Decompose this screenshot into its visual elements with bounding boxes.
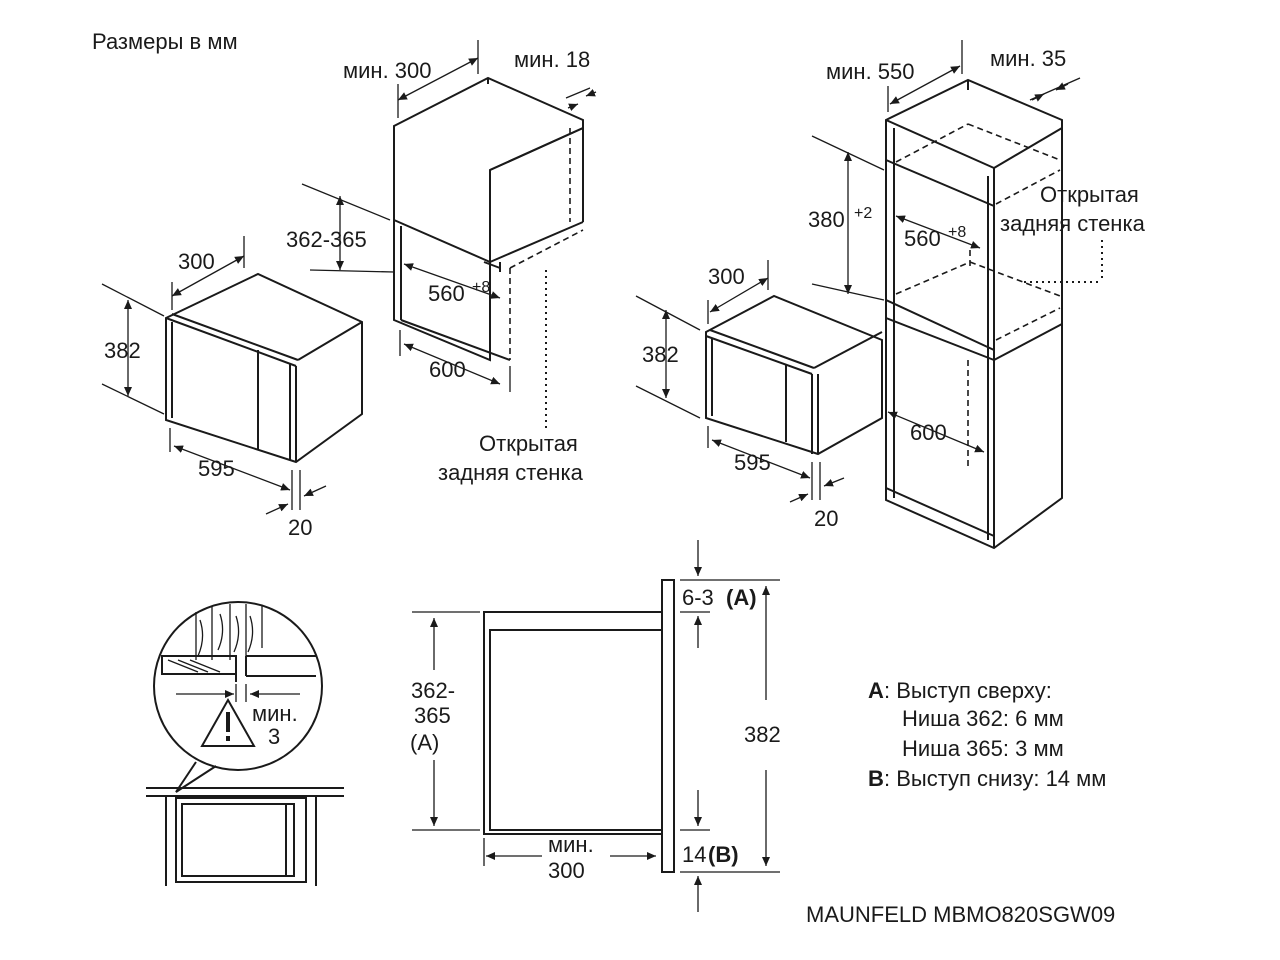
section-dim-382: 382: [744, 722, 781, 747]
mw-left-dim-300: 300: [178, 249, 215, 274]
legend-a-text: : Выступ сверху:: [884, 678, 1052, 703]
tall-dim-560: 560: [904, 226, 941, 251]
open-back-label-line1: Открытая: [479, 431, 578, 456]
legend-a-line2: Ниша 365: 3 мм: [902, 736, 1064, 761]
mw-left-dim-595: 595: [198, 456, 235, 481]
mw-right-dim-20: 20: [814, 506, 838, 531]
upper-niche-drawing: [301, 40, 597, 428]
dim-560-tolerance: +8: [472, 279, 490, 296]
mw-left-dim-382: 382: [104, 338, 141, 363]
section-min-value: 300: [548, 858, 585, 883]
section-bottom-gap: 14: [682, 842, 706, 867]
dim-380: 380: [808, 207, 845, 232]
dim-362-365: 362-365: [286, 227, 367, 252]
dim-380-tolerance: +2: [854, 205, 872, 222]
section-h-ref: (A): [410, 730, 439, 755]
section-top-gap-ref: (A): [726, 585, 757, 610]
dim-min-35: мин. 35: [990, 46, 1066, 71]
mw-right-dim-300: 300: [708, 264, 745, 289]
section-bottom-gap-ref: (B): [708, 842, 739, 867]
dim-min-550: мин. 550: [826, 59, 915, 84]
dim-min-18: мин. 18: [514, 47, 590, 72]
section-min-label: мин.: [548, 832, 594, 857]
section-top-gap: 6-3: [682, 585, 714, 610]
microwave-right-drawing: [635, 260, 883, 503]
legend-a-key: A: [868, 678, 884, 703]
section-h-line2: 365: [414, 703, 451, 728]
side-section-drawing: [412, 540, 780, 912]
dim-min-300: мин. 300: [343, 58, 432, 83]
legend-b-key: B: [868, 766, 884, 791]
tall-open-back-line1: Открытая: [1040, 182, 1139, 207]
model-name: MAUNFELD MBMO820SGW09: [806, 902, 1115, 927]
tall-cabinet-drawing: [811, 40, 1103, 550]
open-back-label-line2: задняя стенка: [438, 460, 584, 485]
gap-detail-drawing: [146, 601, 344, 886]
dim-600: 600: [429, 357, 466, 382]
tall-dim-600: 600: [910, 420, 947, 445]
microwave-left-drawing: [101, 236, 363, 515]
dimensions-title: Размеры в мм: [92, 29, 238, 54]
detail-min-label: мин.: [252, 701, 298, 726]
mw-right-dim-595: 595: [734, 450, 771, 475]
dim-560: 560: [428, 281, 465, 306]
detail-min-value: 3: [268, 724, 280, 749]
mw-left-dim-20: 20: [288, 515, 312, 540]
tall-dim-560-tolerance: +8: [948, 224, 966, 241]
legend-b-text: : Выступ снизу: 14 мм: [884, 766, 1106, 791]
section-h-line1: 362-: [411, 678, 455, 703]
legend-a-line1: Ниша 362: 6 мм: [902, 706, 1064, 731]
mw-right-dim-382: 382: [642, 342, 679, 367]
tall-open-back-line2: задняя стенка: [1000, 211, 1146, 236]
